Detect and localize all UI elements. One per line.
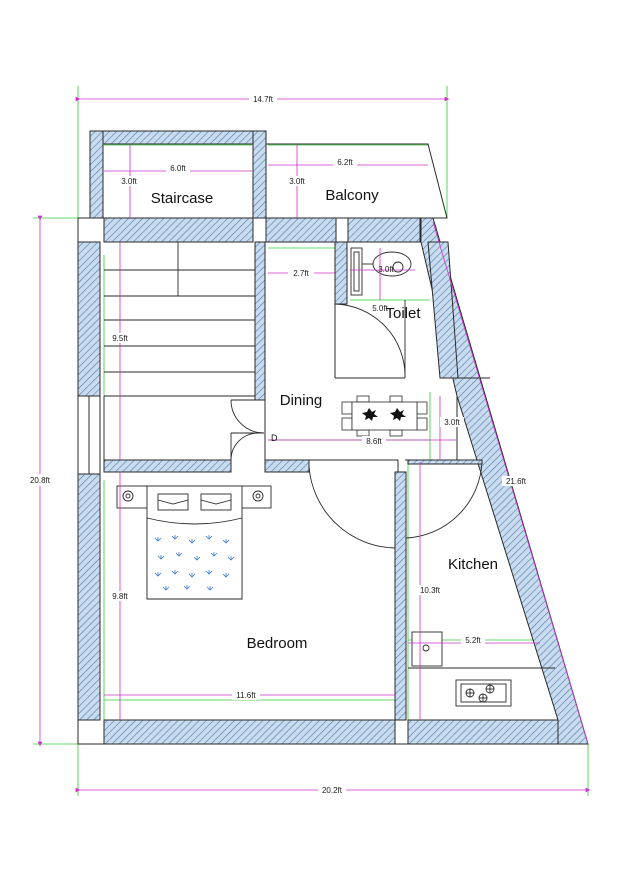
- dining-table: [341, 395, 428, 437]
- table-top: [351, 401, 418, 431]
- bed-blanket: [146, 517, 243, 600]
- dim-staircase-width: 6.0ft: [170, 164, 186, 173]
- dim-toilet-width: 3.0ft: [378, 265, 394, 274]
- doors: [230, 300, 483, 549]
- dim-passage-width: 2.7ft: [293, 269, 309, 278]
- dim-stair-length: 9.5ft: [112, 334, 128, 343]
- room-label-toilet: Toilet: [385, 305, 421, 322]
- dim-dining-width: 8.6ft: [366, 437, 382, 446]
- dim-bedroom-depth: 9.8ft: [112, 592, 128, 601]
- room-label-kitchen: Kitchen: [448, 556, 498, 573]
- wall-upper-toilet: [347, 217, 421, 243]
- dim-right-slant: 21.6ft: [506, 477, 527, 486]
- wall-dining-bottom-right: [264, 459, 310, 473]
- wall-bottom-right: [407, 719, 559, 745]
- wall-left-upper: [77, 241, 101, 397]
- kitchen-fixtures: [411, 631, 512, 707]
- wall-stair-mid-top: [252, 130, 267, 219]
- wall-left-lower: [77, 473, 101, 721]
- door-marker-label: D: [271, 433, 278, 443]
- dim-bedroom-width: 11.6ft: [236, 691, 256, 700]
- dim-total-bottom: 20.2ft: [322, 786, 343, 795]
- dim-balcony-width: 6.2ft: [337, 158, 353, 167]
- room-labels: Staircase Balcony Toilet Dining Bedroom …: [151, 187, 498, 652]
- outlines: [77, 143, 555, 745]
- blanket-pattern: [154, 535, 235, 591]
- room-label-staircase: Staircase: [151, 190, 214, 207]
- walls: [77, 130, 589, 745]
- wall-toilet-left: [334, 241, 348, 305]
- wall-kitchen-top: [407, 459, 483, 465]
- room-label-balcony: Balcony: [325, 187, 379, 204]
- wall-stair-top: [89, 130, 267, 145]
- wall-stair-left-top: [89, 130, 104, 219]
- dim-total-top: 14.7ft: [253, 95, 274, 104]
- stairs: [103, 242, 255, 460]
- wall-stair-right: [254, 241, 266, 401]
- bed: [116, 485, 272, 600]
- wall-dining-bottom-left: [103, 459, 232, 473]
- wall-toilet-right: [427, 241, 459, 379]
- dim-toilet-depth: 5.0ft: [372, 304, 388, 313]
- wall-upper-left: [103, 217, 254, 243]
- room-label-dining: Dining: [280, 392, 323, 409]
- dim-dining-depth: 3.0ft: [444, 418, 460, 427]
- pillow-right: [200, 493, 232, 511]
- dim-total-height: 20.8ft: [30, 476, 51, 485]
- wc-seat: [392, 261, 404, 273]
- wall-bedroom-right: [394, 471, 407, 721]
- pillow-left: [157, 493, 189, 511]
- wall-bottom-left: [103, 719, 396, 745]
- dim-kitchen-depth: 10.3ft: [420, 586, 441, 595]
- dim-staircase-depth: 3.0ft: [121, 177, 137, 186]
- wall-upper-mid: [265, 217, 337, 243]
- dimension-labels: 14.7ft 20.2ft 20.8ft 6.0ft 3.0ft 6.2ft 3…: [26, 94, 530, 795]
- dimension-lines: [37, 96, 591, 793]
- room-label-bedroom: Bedroom: [247, 635, 308, 652]
- dim-kitchen-width: 5.2ft: [465, 636, 481, 645]
- dim-balcony-depth: 3.0ft: [289, 177, 305, 186]
